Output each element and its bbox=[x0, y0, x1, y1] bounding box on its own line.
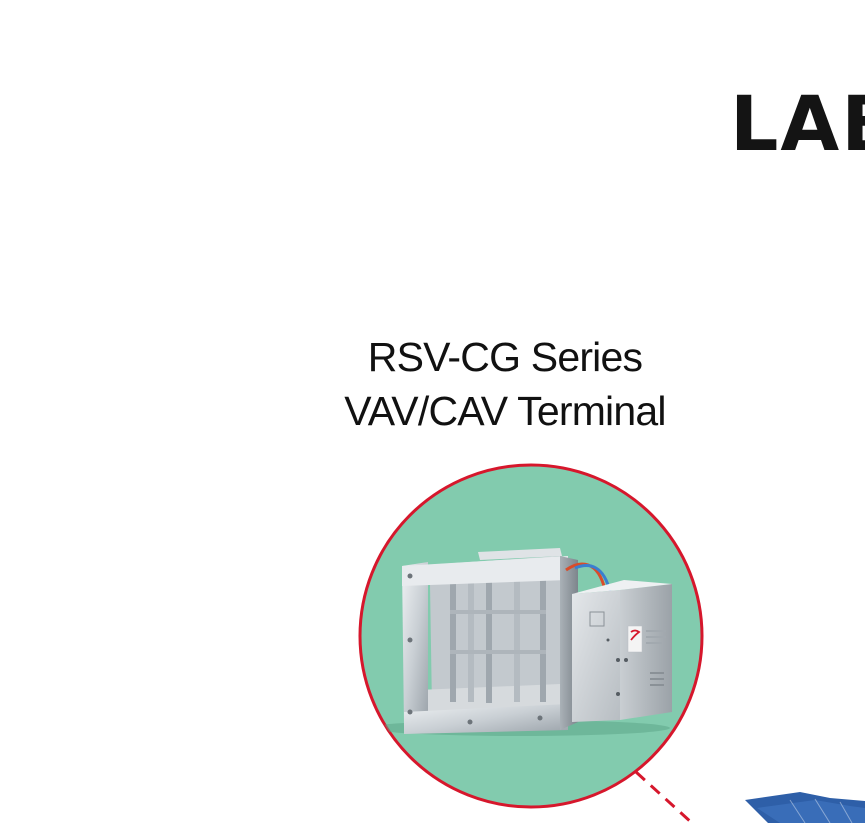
connector-dashed-line bbox=[634, 770, 694, 823]
damper-blades bbox=[450, 578, 546, 703]
product-type-label: VAV/CAV Terminal bbox=[344, 388, 666, 434]
product-series-label: RSV-CG Series bbox=[367, 334, 643, 380]
controller-logo-icon bbox=[627, 625, 666, 653]
product-title: RSV-CG Series VAV/CAV Terminal bbox=[305, 330, 705, 438]
vav-terminal-damper-icon bbox=[370, 548, 672, 736]
duct-blue-shape bbox=[745, 792, 865, 823]
brand-logo-text: LAB bbox=[730, 79, 865, 168]
